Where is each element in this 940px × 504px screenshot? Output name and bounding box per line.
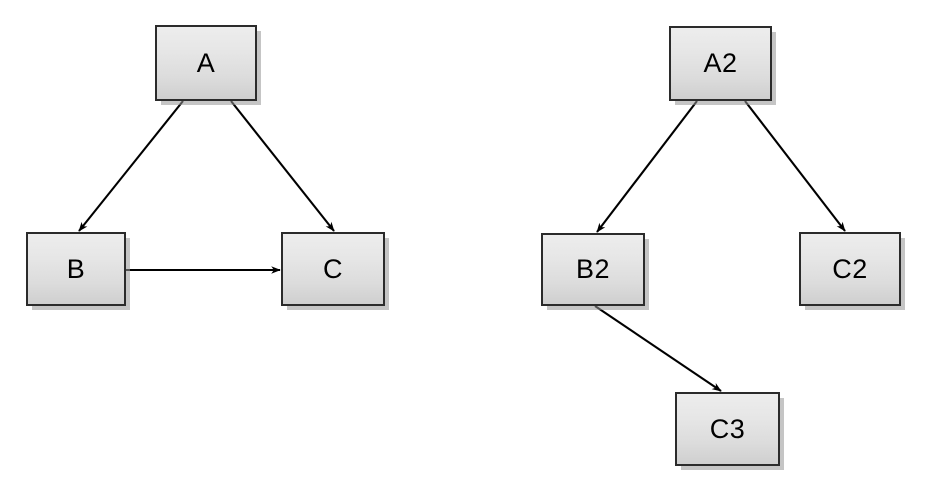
node-label-c2: C2 [832,253,868,284]
edge-a-c [230,100,335,232]
node-c[interactable]: C [281,232,385,306]
node-label-c: C [323,253,343,284]
edge-a2-b2 [596,100,698,233]
node-a[interactable]: A [155,25,257,101]
node-c3[interactable]: C3 [675,392,780,466]
node-b[interactable]: B [26,232,126,306]
node-label-b2: B2 [575,254,611,284]
edge-a-b [78,100,184,232]
edges-group [78,100,846,392]
node-label-a2: A2 [703,48,738,78]
node-label-b: B [66,253,86,284]
node-label-a: A [196,47,216,78]
node-b2[interactable]: B2 [541,233,645,306]
node-a2[interactable]: A2 [669,26,772,101]
edge-a2-c2 [744,100,846,232]
node-c2[interactable]: C2 [799,232,901,306]
edge-b2-c3 [594,305,722,392]
node-label-c3: C3 [709,413,746,444]
